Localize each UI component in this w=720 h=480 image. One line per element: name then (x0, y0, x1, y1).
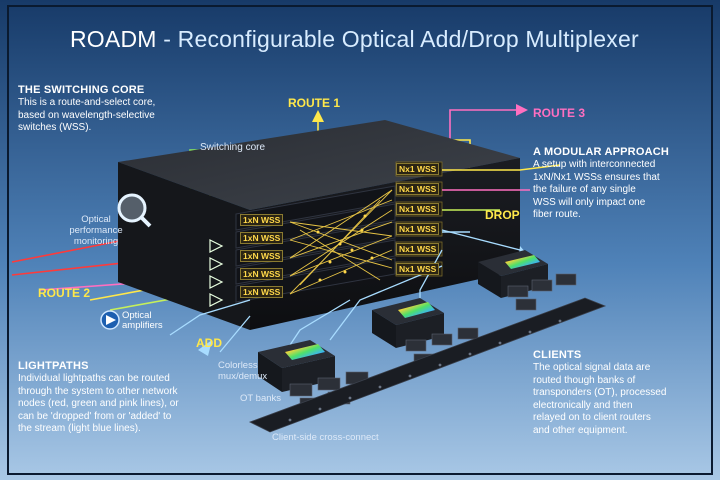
route1-label: ROUTE 1 (288, 96, 341, 110)
cross-connect-ports (288, 319, 562, 422)
drop-line-3 (329, 265, 443, 341)
switching-core-label: Switching core (200, 142, 266, 153)
drop-label: DROP (485, 208, 520, 222)
add-line-1 (169, 299, 251, 336)
title-sub: Reconfigurable Optical Add/Drop Multiple… (177, 26, 639, 52)
add-arrow (198, 340, 212, 356)
colorless-label: Colorless mux/demux (218, 360, 267, 382)
lightpaths-heading: LIGHTPATHS (18, 360, 89, 372)
add-line-3 (289, 299, 351, 346)
optical-amplifiers-label: Optical amplifiers (122, 311, 163, 331)
amplifier-triangles (209, 239, 224, 307)
clients-line: electronically and then (533, 399, 633, 411)
modular-body: A setup with interconnected 1xN/Nx1 WSSs… (533, 159, 660, 222)
amp-3 (209, 275, 224, 289)
wss-1xn-label: 1xN WSS (240, 250, 284, 262)
wss-nx1-label: Nx1 WSS (396, 203, 440, 215)
rack-top (118, 120, 520, 210)
wss-1xn-label: 1xN WSS (240, 232, 284, 244)
route3-label: ROUTE 3 (533, 106, 586, 120)
clients-line: and other equipment. (533, 424, 628, 436)
wss-nx1-label: Nx1 WSS (396, 223, 440, 235)
modular-line: fiber route. (533, 209, 581, 220)
fibre-nodes (316, 214, 374, 282)
optical-amplifiers-line: amplifiers (122, 320, 163, 331)
page-title: ROADM - Reconfigurable Optical Add/Drop … (70, 26, 639, 52)
wss-nx1-label: Nx1 WSS (396, 183, 440, 195)
switching-core-line: switches (WSS). (18, 122, 92, 133)
ot-banks-label: OT banks (240, 393, 282, 404)
optical-monitoring-line: performance (69, 225, 123, 236)
lightpaths-line: the stream (light blue lines). (18, 423, 141, 434)
clients-line: The optical signal data are (533, 362, 651, 373)
optical-amplifier-badge-icon (100, 310, 120, 330)
modular-heading: A MODULAR APPROACH (533, 146, 670, 158)
switching-core-heading: THE SWITCHING CORE (18, 84, 145, 96)
lightpaths-line: through the system to other network (18, 385, 178, 397)
output-lines (442, 164, 561, 233)
lightpaths-body: Individual lightpaths can be routed thro… (18, 373, 179, 436)
clients-line: routed though banks of (533, 374, 636, 386)
wss-1xn-label: 1xN WSS (240, 268, 284, 280)
add-line-2 (219, 315, 251, 353)
amp-1 (209, 239, 224, 253)
frame-border (7, 5, 713, 475)
cross-connect-bar (248, 297, 607, 433)
modular-line: A setup with interconnected (533, 159, 656, 170)
amp-2 (209, 257, 224, 271)
switching-core-line: based on wavelength-selective (18, 109, 155, 121)
route1-arrow (312, 110, 324, 122)
cross-connect-label: Client-side cross-connect (272, 432, 379, 443)
wss-nx1-label: Nx1 WSS (396, 243, 440, 255)
colorless-line: mux/demux (218, 371, 268, 382)
switching-core-line: This is a route-and-select core, (18, 97, 156, 108)
clients-line: relayed on to client routers (533, 412, 651, 423)
modular-line: the failure of any single (533, 184, 636, 195)
modular-line: WSS will only impact one (533, 196, 646, 208)
route2-label: ROUTE 2 (38, 286, 91, 300)
clients-body: The optical signal data are routed thoug… (533, 362, 666, 437)
wss-1xn-label: 1xN WSS (240, 286, 284, 298)
rack-left-face (118, 162, 250, 330)
optical-monitoring-line: monitoring (73, 236, 119, 247)
lightpaths-line: nodes (red, green and pink lines), or (18, 398, 179, 409)
add-label: ADD (196, 336, 222, 350)
clients-heading: CLIENTS (533, 349, 582, 361)
lightpaths-line: Individual lightpaths can be routed (18, 373, 170, 384)
switching-core-body: This is a route-and-select core, based o… (18, 97, 155, 135)
wss-nx1-label: Nx1 WSS (396, 263, 440, 275)
magnifier-icon (117, 193, 152, 228)
clients-line: transponders (OT), processed (533, 387, 667, 398)
title-main: ROADM (70, 26, 157, 52)
modular-line: 1xN/Nx1 WSSs ensures that (533, 171, 660, 183)
optical-monitoring-label: Optical performance monitoring (66, 214, 126, 247)
out-yellow (442, 164, 561, 171)
wss-1xn-label: 1xN WSS (240, 214, 284, 226)
amp-4 (209, 293, 224, 307)
mux-unit-2 (372, 298, 444, 348)
wss-nx1-label: Nx1 WSS (396, 163, 440, 175)
optical-amplifiers-line: Optical (122, 310, 152, 321)
optical-monitoring-line: Optical (81, 214, 111, 225)
colorless-line: Colorless (218, 360, 258, 371)
lightpaths-line: can be 'dropped' from or 'added' to (18, 410, 172, 422)
route3-arrow (516, 104, 528, 116)
